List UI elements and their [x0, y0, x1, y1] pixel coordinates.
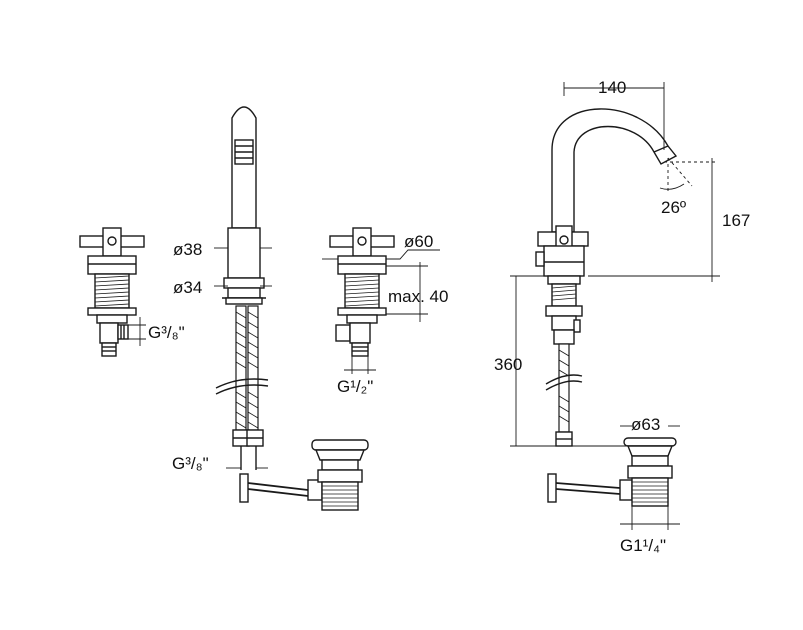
angle26-label: 26º: [661, 198, 687, 217]
max40-label: max. 40: [388, 287, 449, 306]
spout-front: [214, 106, 323, 503]
dim140-label: 140: [598, 78, 627, 97]
dim360-label: 360: [494, 355, 523, 374]
spout-side: [510, 82, 720, 530]
g38-bottom-label: G³/₈": [172, 454, 209, 473]
dia38-label: ø38: [173, 240, 203, 259]
dia63-label: ø63: [631, 415, 661, 434]
g12-label: G¹/₂": [337, 377, 374, 396]
left-handle-valve: [79, 227, 146, 357]
dim167-label: 167: [722, 211, 751, 230]
g38-left-label: G³/₈": [148, 323, 185, 342]
dia60-label: ø60: [404, 232, 434, 251]
center-drain: [311, 439, 369, 511]
g114-label: G1¹/₄": [620, 536, 667, 555]
right-handle-valve: [322, 227, 440, 374]
dia34-label: ø34: [173, 278, 203, 297]
